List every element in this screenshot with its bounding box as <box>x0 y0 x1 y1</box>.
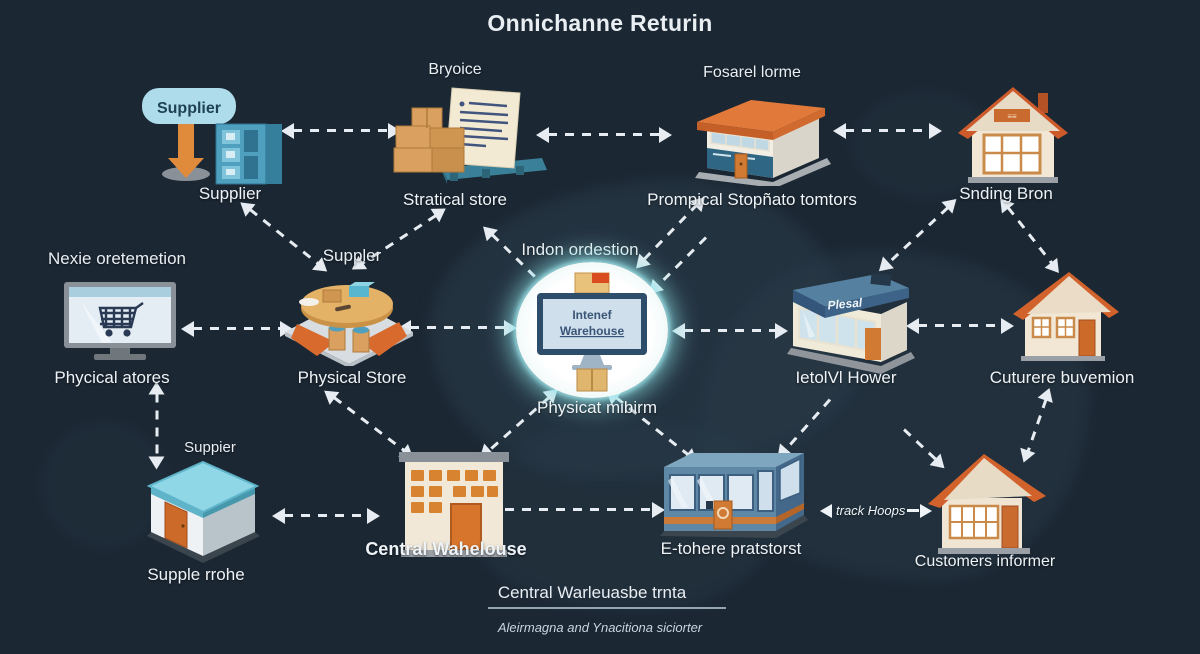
stratical-store-label: Stratical store <box>403 190 507 209</box>
retail-store-icon <box>695 100 831 186</box>
dashed-arrow <box>181 320 293 337</box>
ecommerce-store-icon <box>660 453 808 538</box>
svg-text:Intenef: Intenef <box>572 308 612 322</box>
ietolvl-hower-label: IetolVl Hower <box>795 368 897 387</box>
dashed-arrow <box>505 501 665 518</box>
suppler-heading: Suppler <box>322 246 382 265</box>
central-warehouse-icon <box>399 452 509 557</box>
diagram-title: Onnichanne Returin <box>487 10 713 36</box>
home-bottom-icon <box>928 454 1046 554</box>
dashed-arrow <box>833 122 942 139</box>
dashed-arrow <box>672 322 788 339</box>
dashed-arrow <box>319 383 419 465</box>
home-right-icon <box>1013 272 1119 361</box>
track-hoops-label: track Hoops <box>836 503 906 518</box>
dashed-arrow <box>536 126 672 143</box>
dashed-arrow <box>149 381 165 470</box>
central-wahelouse-label: Central Wahelouse <box>365 539 527 559</box>
supplier-sign-icon: Supplier <box>142 88 282 185</box>
dashed-arrow <box>994 193 1066 278</box>
svg-text:≡≡: ≡≡ <box>1007 112 1017 121</box>
arrowhead-right-icon <box>920 503 933 518</box>
footer-divider <box>488 607 726 609</box>
footer-subtitle: Aleirmagna and Ynacitiona siciorter <box>497 620 703 635</box>
customers-informer-label: Customers informer <box>914 553 1056 570</box>
fosarel-heading: Fosarel lorme <box>703 64 801 81</box>
nexie-heading: Nexie oretemetion <box>48 249 186 268</box>
footer-title: Central Warleuasbe trnta <box>497 583 687 602</box>
track-hoops-annotation: track Hoops <box>820 503 933 518</box>
online-cart-monitor-icon <box>64 282 176 360</box>
map-shape <box>40 420 170 550</box>
dashed-arrow <box>235 195 333 278</box>
svg-text:Supplier: Supplier <box>157 100 221 117</box>
supplier-label: Supplier <box>198 184 262 203</box>
svg-text:Plesal: Plesal <box>827 295 863 312</box>
svg-text:Warehouse: Warehouse <box>560 324 625 338</box>
dashed-arrow <box>906 317 1014 334</box>
supple-rrohe-label: Supple rrohe <box>147 565 245 584</box>
arrowhead-left-icon <box>820 503 832 518</box>
supplier-shed-icon <box>147 460 260 563</box>
dashed-arrow <box>281 122 401 139</box>
arrow-shaft <box>907 509 920 512</box>
etohere-label: E-tohere pratstorst <box>660 539 802 558</box>
cuturere-label: Cuturere buvemion <box>989 368 1135 387</box>
hub-monitor-icon: Intenef Warehouse <box>537 272 647 392</box>
dashed-arrow <box>272 507 380 524</box>
indon-heading: Indon ordestion <box>521 240 639 259</box>
physical-store-label: Physical Store <box>297 368 407 387</box>
central-hub-glow: Intenef Warehouse <box>516 262 668 398</box>
bryoice-heading: Bryoice <box>428 61 482 78</box>
physicat-mibirm-label: Physicat mibirm <box>537 398 657 417</box>
suppier-heading: Suppier <box>184 439 236 456</box>
dashed-arrow <box>398 319 517 336</box>
home-top-icon: ≡≡ <box>958 87 1068 183</box>
phycical-atores-label: Phycical atores <box>54 368 170 387</box>
plesal-store-icon: Plesal <box>787 272 915 374</box>
snding-bron-label: Snding Bron <box>959 184 1053 203</box>
prompical-label: Prompical Stopñato tomtors <box>647 190 857 209</box>
invoice-boxes-icon <box>393 87 547 184</box>
market-island-icon <box>285 282 413 366</box>
